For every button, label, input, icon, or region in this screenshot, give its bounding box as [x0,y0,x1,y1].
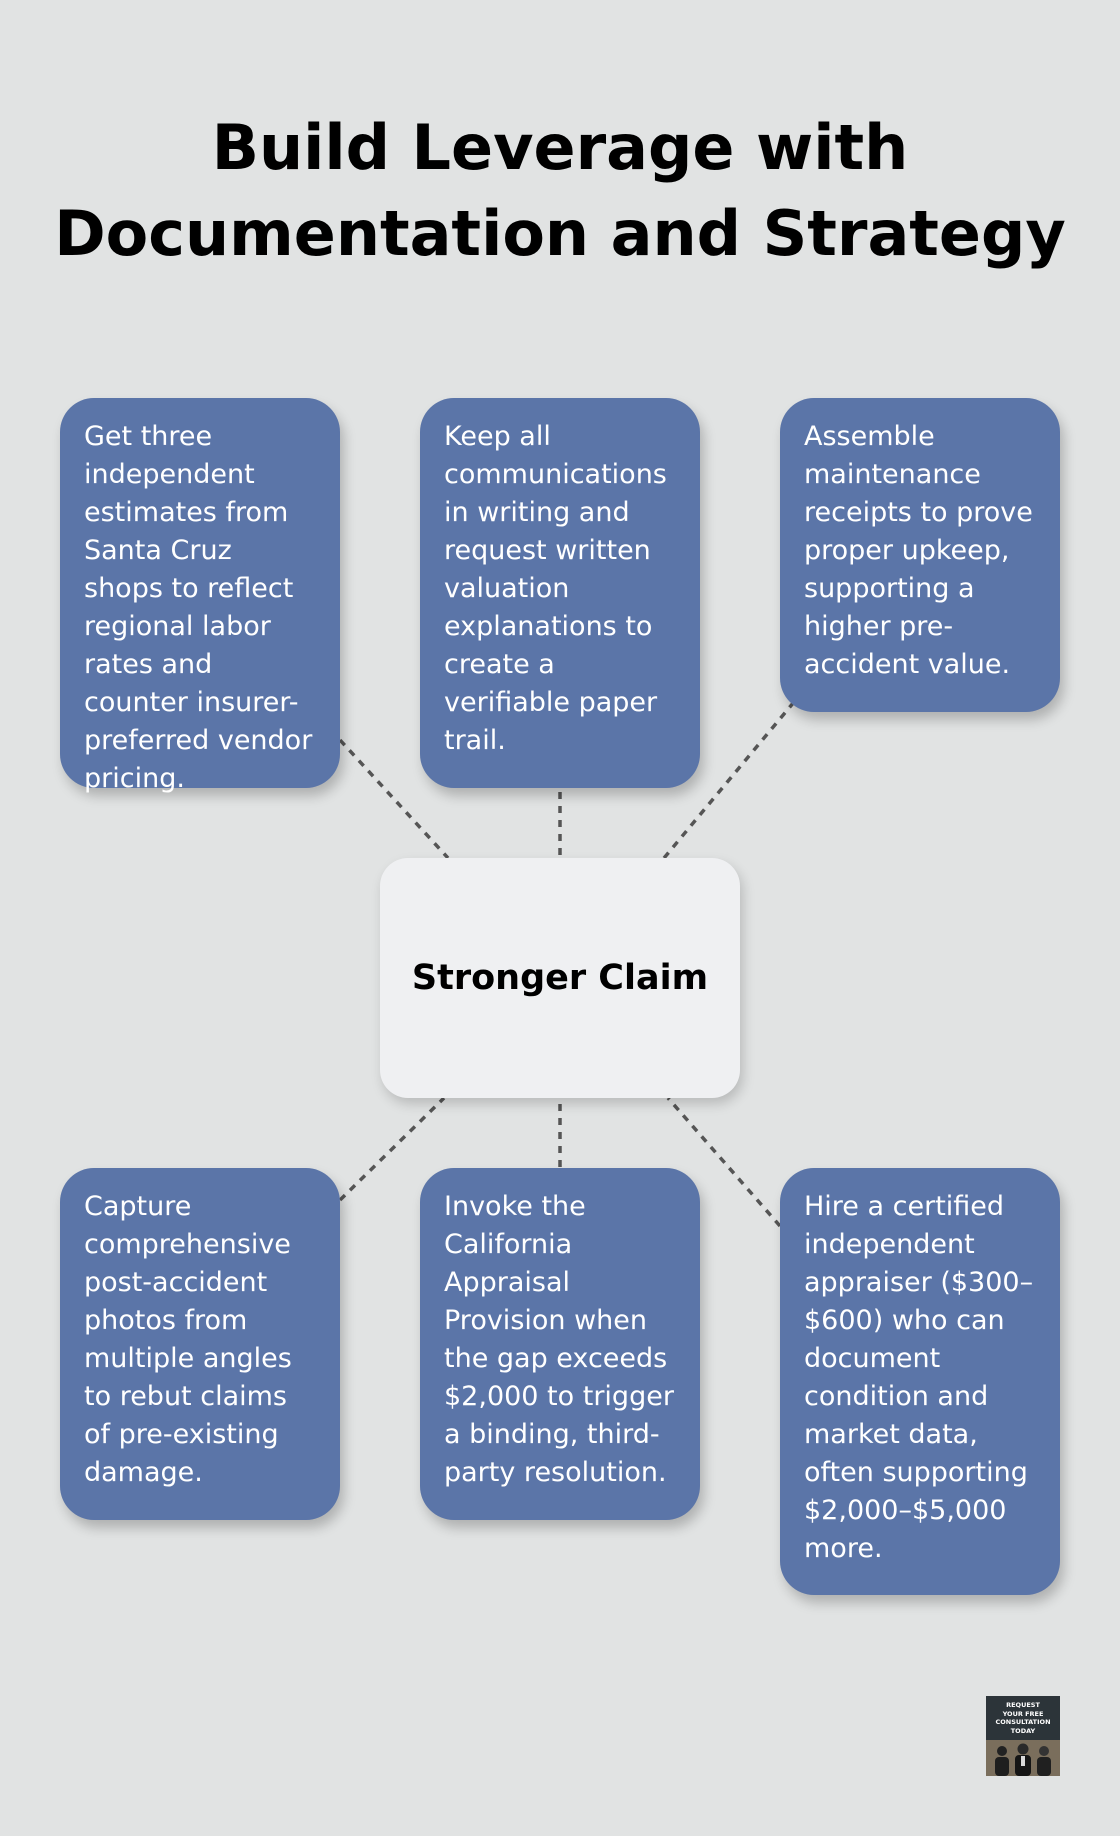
title-line-2: Documentation and Strategy [54,197,1066,270]
badge-line-4: TODAY [1010,1726,1036,1735]
connector-appraiser [666,1096,782,1228]
title-line-1: Build Leverage with [211,111,909,184]
node-appraisal: Invoke the California Appraisal Provisio… [420,1168,700,1520]
badge-text: REQUEST YOUR FREE CONSULTATION TODAY [986,1701,1060,1735]
connector-photos [338,1096,446,1202]
connector-maintenance [662,700,796,860]
node-communications: Keep all communications in writing and r… [420,398,700,788]
node-estimates: Get three independent estimates from San… [60,398,340,794]
center-node-label: Stronger Claim [411,958,709,998]
node-maintenance: Assemble maintenance receipts to prove p… [780,398,1060,712]
node-appraiser: Hire a certified independent appraiser (… [780,1168,1060,1595]
node-estimates-text: Get three independent estimates from San… [84,421,313,794]
consultation-badge[interactable]: REQUEST YOUR FREE CONSULTATION TODAY [986,1696,1060,1776]
node-photos-text: Capture comprehensive post-accident phot… [84,1191,292,1488]
node-appraisal-text: Invoke the California Appraisal Provisio… [444,1191,674,1488]
badge-line-2: YOUR FREE [1002,1709,1044,1718]
badge-line-3: CONSULTATION [995,1718,1051,1726]
node-maintenance-text: Assemble maintenance receipts to prove p… [804,421,1033,680]
badge-photo [986,1740,1060,1776]
people-photo-icon [986,1740,1060,1776]
node-appraiser-text: Hire a certified independent appraiser (… [804,1191,1034,1564]
node-communications-text: Keep all communications in writing and r… [444,421,667,756]
center-node: Stronger Claim [380,858,740,1098]
page-title: Build Leverage with Documentation and St… [0,105,1120,277]
node-photos: Capture comprehensive post-accident phot… [60,1168,340,1520]
badge-line-1: REQUEST [1006,1701,1040,1709]
